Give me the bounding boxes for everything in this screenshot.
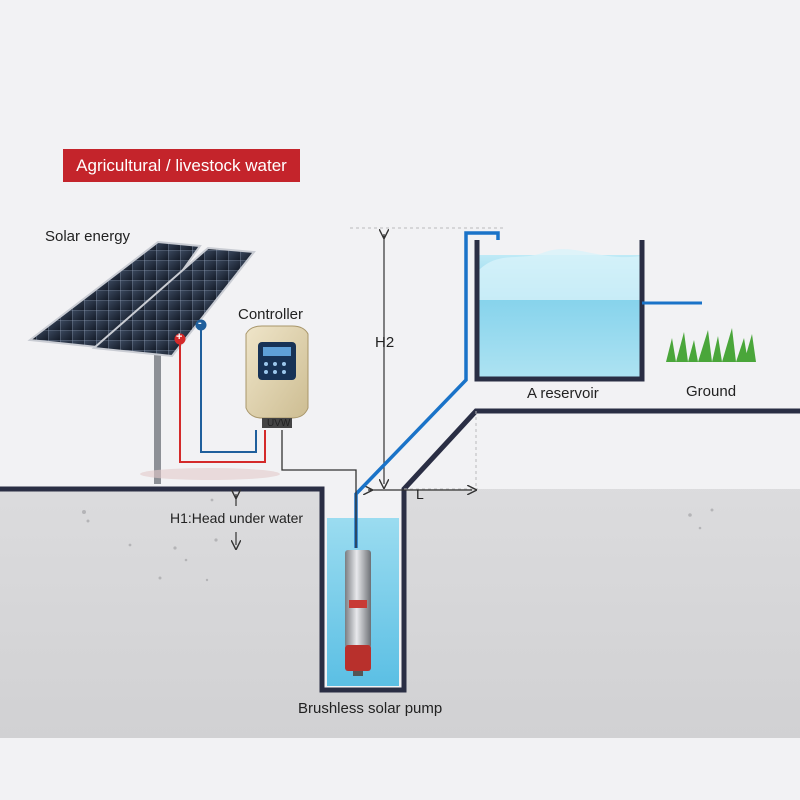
h2-label: H2 [375, 334, 395, 351]
pump-label: Brushless solar pump [298, 700, 443, 717]
negative-sign: - [198, 317, 202, 329]
h1-label: H1:Head under water [170, 510, 304, 526]
reservoir-wave [479, 249, 641, 300]
positive-wire [179, 342, 266, 463]
reservoir-outline [474, 240, 645, 382]
ground-texture [82, 498, 714, 582]
l-label: L [416, 486, 424, 502]
pump [345, 550, 371, 676]
positive-terminal-icon [174, 333, 186, 345]
reservoir-label: A reservoir [527, 385, 599, 402]
controller-label: Controller [238, 306, 304, 323]
solar-pole [154, 334, 161, 484]
title-badge: Agricultural / livestock water [63, 149, 300, 182]
negative-wire [200, 328, 257, 453]
motor-cable [281, 430, 357, 548]
ground-label: Ground [686, 383, 737, 400]
negative-terminal-icon [195, 319, 207, 331]
pole-shadow [140, 468, 280, 480]
grass-icon [666, 328, 756, 362]
uvw-label: UVW [267, 418, 291, 429]
positive-sign: + [176, 331, 183, 343]
solar-energy-label: Solar energy [45, 228, 131, 245]
controller-device [245, 325, 309, 428]
ground-body [0, 489, 800, 738]
solar-panel-right [91, 246, 256, 358]
